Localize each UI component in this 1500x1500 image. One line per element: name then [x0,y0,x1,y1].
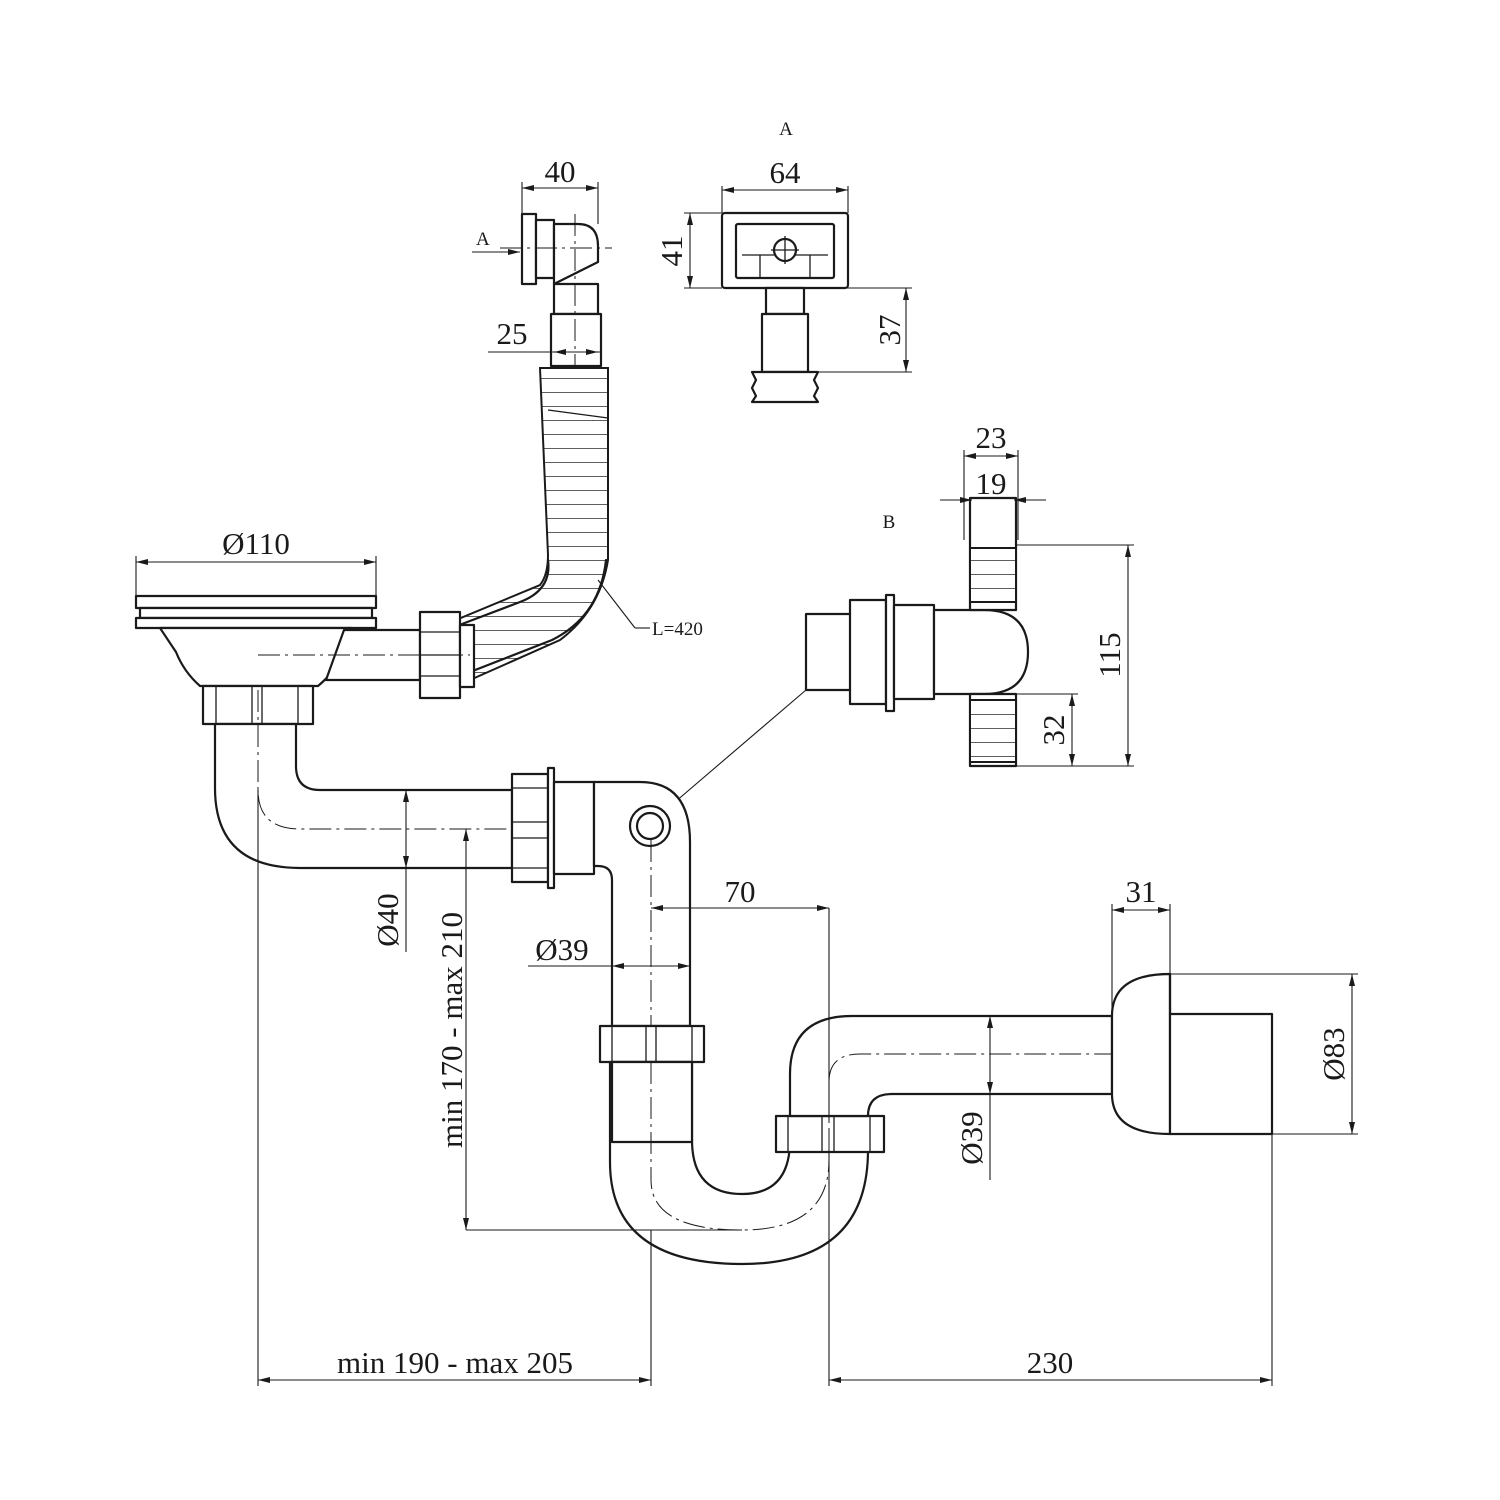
dimension-d39-outlet: Ø39 [954,1016,993,1180]
dimension-40-overflow: 40 [521,154,599,224]
dimension-width-range-label: min 190 - max 205 [337,1345,573,1380]
dimension-37: 37 [808,287,912,373]
view-a-title: A [779,119,793,140]
dimension-31: 31 [1111,874,1171,1016]
dimension-d39-outlet-label: Ø39 [954,1111,989,1164]
dimension-40-label: 40 [545,154,576,189]
view-a-marker: A [472,229,520,255]
dimension-37-label: 37 [872,315,907,346]
wall-socket [1110,972,1274,1136]
dimension-64-label: 64 [770,155,802,190]
outlet-centerline [828,1053,1272,1150]
dimension-19-label: 19 [976,466,1007,501]
dimension-d40: Ø40 [370,790,409,952]
dimension-height-range-label: min 170 - max 210 [434,912,469,1148]
lower-union-nut [598,1024,706,1064]
dimension-230: 230 [829,1345,1272,1383]
dimension-d83: Ø83 [1170,973,1358,1135]
dimension-d39-vertical: Ø39 [528,932,690,969]
dimension-70: 70 [651,874,830,1120]
sink-strainer [134,594,378,688]
u-bend [608,1060,870,1266]
dimension-23: 23 [963,420,1019,540]
dimension-width-range: min 190 - max 205 [258,1345,651,1383]
corrugated-hose [454,367,609,682]
dimension-25-hose: 25 [488,316,600,355]
dimension-d39-vertical-label: Ø39 [535,932,588,967]
view-b-leader [667,689,807,809]
outlet-pipe [788,1014,1114,1118]
dimension-70-label: 70 [725,874,756,909]
dimension-41-label: 41 [654,236,689,267]
view-a-overflow-front [720,211,850,404]
view-a-marker-label: A [476,229,490,250]
dimension-32: 32 [1016,693,1078,766]
dimension-height-range: min 170 - max 210 [434,829,742,1231]
dimension-31-label: 31 [1126,874,1157,909]
horizontal-union-nut [510,766,596,890]
u-bend-centerline [650,1062,830,1231]
dimension-32-label: 32 [1036,715,1071,746]
trap-body-elbow [592,780,692,1028]
dimension-19: 19 [940,466,1046,503]
dimension-23-label: 23 [976,420,1007,455]
hose-length-label: L=420 [652,619,703,640]
dimension-d83-label: Ø83 [1316,1027,1351,1080]
view-b-tee-fitting [804,496,1030,768]
dimension-115: 115 [1016,544,1134,767]
hose-length-callout: L=420 [597,579,703,640]
dimension-64: 64 [721,155,849,213]
view-b-title: B [883,512,896,533]
dimension-115-label: 115 [1092,632,1127,677]
elbow-pipe [213,722,514,870]
dimension-d40-label: Ø40 [370,893,405,946]
dimension-110-label: Ø110 [222,526,290,561]
dimension-110: Ø110 [135,526,377,596]
dimension-25-label: 25 [497,316,528,351]
u-bend-union-nut [774,1114,886,1154]
dimension-41: 41 [654,212,722,289]
dimension-230-label: 230 [1027,1345,1074,1380]
overflow-head [520,212,603,368]
